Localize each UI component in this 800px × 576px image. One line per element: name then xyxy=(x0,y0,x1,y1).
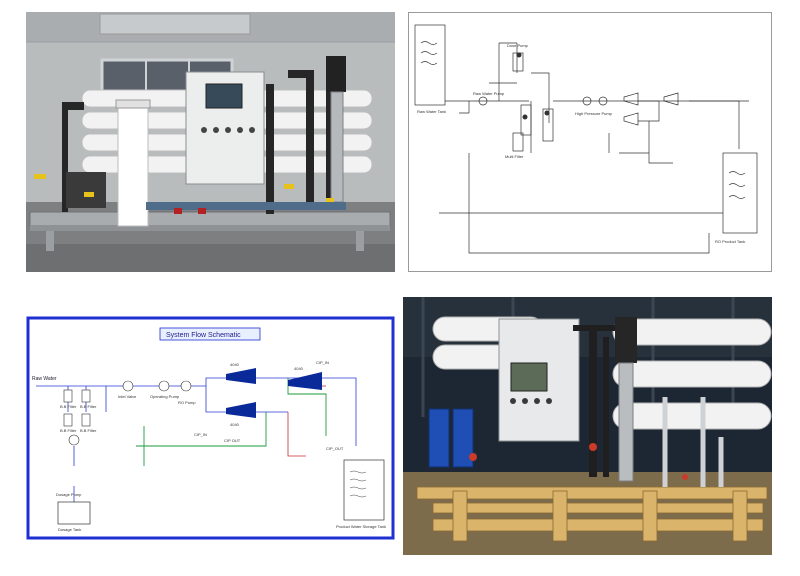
label-bb-filter-1: B.B Filter xyxy=(60,404,77,409)
label-cip-out-right: CIP_OUT xyxy=(326,446,344,451)
process-schematic-top-diagram: Raw Water Tank Raw Water Pump Multi Filt… xyxy=(414,24,758,254)
label-dosing: Dose Pump xyxy=(507,43,529,48)
process-schematic-top: Raw Water Tank Raw Water Pump Multi Filt… xyxy=(408,12,772,272)
label-ro-pump: RO Pump xyxy=(178,400,196,405)
ro-plant-photo-top-illustration xyxy=(26,12,395,272)
label-hp-pump: High Pressure Pump xyxy=(575,111,613,116)
ro-plant-photo-bottom xyxy=(403,297,772,555)
schematic-title: System Flow Schematic xyxy=(166,332,241,339)
ro-plant-photo-top xyxy=(26,12,395,272)
label-membrane-top: 4040 xyxy=(230,362,240,367)
system-flow-schematic: System Flow Schematic xyxy=(26,316,395,540)
label-operating-pump: Operating Pump xyxy=(150,394,180,399)
label-cip-out: CIP OUT xyxy=(224,438,241,443)
label-inlet-valve: Inlet Valve xyxy=(118,394,137,399)
system-flow-schematic-diagram: System Flow Schematic xyxy=(26,316,395,540)
label-bb-filter-4: B.B Filter xyxy=(80,428,97,433)
label-bb-filter-2: B.B Filter xyxy=(80,404,97,409)
label-cip-in: CIP_IN xyxy=(316,360,329,365)
label-raw-tank: Raw Water Tank xyxy=(417,109,446,114)
label-membrane-mid: 4040 xyxy=(230,422,240,427)
label-membrane-right: 4040 xyxy=(294,366,304,371)
label-cip-in-lower: CIP_IN xyxy=(194,432,207,437)
label-dosage-tank: Dosage Tank xyxy=(58,527,81,532)
label-filter: Multi Filter xyxy=(505,154,524,159)
label-product-tank: RO Product Tank xyxy=(715,239,745,244)
label-pump: Raw Water Pump xyxy=(473,91,505,96)
label-dosage-pump: Dosage Pump xyxy=(56,492,82,497)
label-product-tank: Product Water Storage Tank xyxy=(336,524,386,529)
ro-plant-photo-bottom-illustration xyxy=(403,297,772,555)
label-raw-water: Raw Water xyxy=(32,376,57,382)
label-bb-filter-3: B.B Filter xyxy=(60,428,77,433)
